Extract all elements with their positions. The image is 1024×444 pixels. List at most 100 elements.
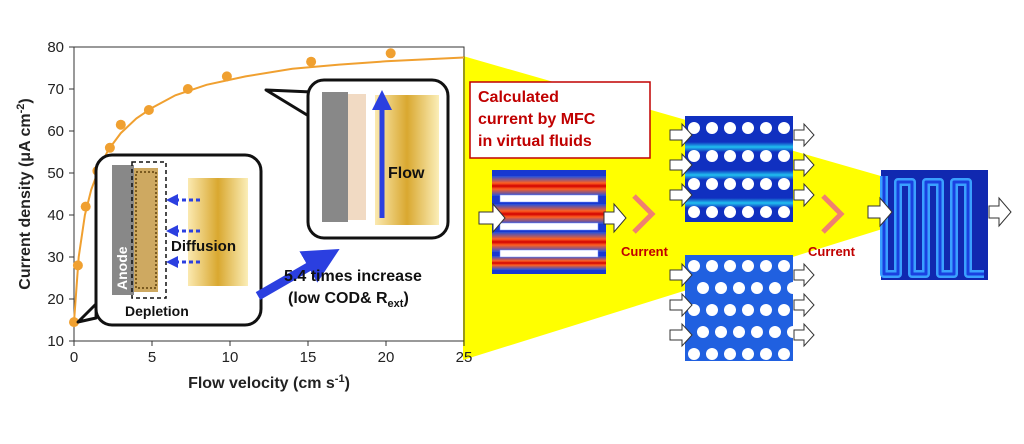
depletion-label: Depletion	[125, 303, 189, 319]
cylinder-obstacle	[778, 122, 790, 134]
cylinder-obstacle	[697, 282, 709, 294]
data-points	[69, 48, 396, 328]
cylinder-obstacle	[751, 282, 763, 294]
data-point	[80, 201, 91, 212]
data-point	[385, 48, 396, 59]
cylinder-obstacle	[706, 260, 718, 272]
flow-inset: Flow	[264, 78, 450, 240]
cylinder-obstacle	[706, 150, 718, 162]
cylinder-obstacle	[688, 260, 700, 272]
cylinder-obstacle	[778, 206, 790, 218]
cylinder-obstacle	[778, 260, 790, 272]
x-tick-label: 15	[300, 349, 317, 366]
increase-arrow	[255, 249, 340, 300]
current-chevron-1	[632, 194, 656, 234]
data-point	[115, 119, 126, 130]
cylinder-obstacle	[760, 150, 772, 162]
cylinder-obstacle	[724, 206, 736, 218]
cylinder-obstacle	[742, 178, 754, 190]
data-point	[104, 142, 115, 153]
cylinder-obstacle	[706, 178, 718, 190]
cylinder-obstacle	[688, 206, 700, 218]
cylinder-obstacle	[688, 150, 700, 162]
cylinder-obstacle	[688, 304, 700, 316]
cylinder-obstacle	[706, 206, 718, 218]
cylinder-obstacle	[778, 348, 790, 360]
cylinder-obstacle	[778, 150, 790, 162]
current-label-2: Current	[808, 244, 856, 259]
y-tick-label: 50	[47, 165, 64, 182]
cylinder-obstacle	[760, 304, 772, 316]
mfc-line-2: current by MFC	[478, 111, 596, 128]
cylinder-obstacle	[706, 122, 718, 134]
increase-annotation-line1: 5.4 times increase	[284, 268, 422, 285]
cylinder-obstacle	[742, 260, 754, 272]
simulation-cylinders-top	[669, 116, 815, 222]
diffusion-label: Diffusion	[171, 238, 236, 255]
y-tick-label: 40	[47, 207, 64, 224]
anode-electrode	[112, 165, 134, 295]
cylinder-obstacle	[688, 348, 700, 360]
y-tick-label: 60	[47, 123, 64, 140]
y-tick-label: 70	[47, 81, 64, 98]
cylinder-obstacle	[733, 326, 745, 338]
cylinder-obstacle	[697, 326, 709, 338]
cylinder-obstacle	[778, 304, 790, 316]
simulation-cylinders-bottom	[669, 255, 815, 361]
cylinder-obstacle	[706, 304, 718, 316]
cylinder-obstacle	[724, 304, 736, 316]
cylinder-obstacle	[742, 122, 754, 134]
cylinder-obstacle	[724, 260, 736, 272]
data-point	[306, 56, 317, 67]
data-point	[182, 84, 193, 94]
x-axis-title: Flow velocity (cm s-1)	[188, 373, 350, 392]
cylinder-obstacle	[733, 282, 745, 294]
flow-label: Flow	[388, 165, 425, 182]
cylinder-obstacle	[742, 206, 754, 218]
cylinder-obstacle	[715, 282, 727, 294]
cylinder-obstacle	[760, 122, 772, 134]
cylinder-obstacle	[724, 178, 736, 190]
cylinder-obstacle	[742, 304, 754, 316]
cylinder-obstacle	[715, 326, 727, 338]
data-point	[143, 105, 154, 115]
x-tick-label: 20	[378, 349, 395, 366]
mfc-line-1: Calculated	[478, 89, 559, 106]
cylinder-obstacle	[751, 326, 763, 338]
mfc-line-3: in virtual fluids	[478, 133, 592, 150]
data-point	[69, 317, 79, 328]
cylinder-obstacle	[760, 348, 772, 360]
cylinder-obstacle	[742, 348, 754, 360]
plot-frame	[73, 46, 465, 342]
y-axis-title: Current density (μA cm-2)	[15, 98, 34, 289]
cylinder-obstacle	[742, 150, 754, 162]
cylinder-obstacle	[688, 122, 700, 134]
data-point	[221, 71, 232, 82]
current-label-1: Current	[621, 244, 669, 259]
cylinder-obstacle	[724, 348, 736, 360]
anode-label: Anode	[114, 246, 130, 290]
mfc-callout: Calculated current by MFC in virtual flu…	[469, 81, 651, 159]
cylinder-obstacle	[724, 122, 736, 134]
depletion-inset: Anode Diffusion Depletion	[76, 153, 263, 327]
cylinder-obstacle	[724, 150, 736, 162]
cylinder-obstacle	[769, 282, 781, 294]
y-tick-label: 20	[47, 291, 64, 308]
cylinder-obstacle	[688, 178, 700, 190]
cylinder-obstacle	[787, 282, 799, 294]
simulation-serpentine	[867, 170, 1012, 280]
x-tick-label: 0	[70, 349, 78, 366]
anode-electrode-flow	[322, 92, 348, 222]
current-chevron-2	[821, 194, 845, 234]
simulation-parallel-plates	[478, 170, 627, 274]
y-tick-label: 80	[47, 39, 64, 56]
cylinder-obstacle	[769, 326, 781, 338]
x-tick-label: 25	[456, 349, 473, 366]
increase-annotation-line2: (low COD& Rext)	[288, 290, 409, 310]
biofilm	[134, 168, 158, 292]
x-tick-label: 10	[222, 349, 239, 366]
y-tick-label: 30	[47, 249, 64, 266]
biofilm-flow	[348, 94, 366, 220]
cylinder-obstacle	[760, 206, 772, 218]
